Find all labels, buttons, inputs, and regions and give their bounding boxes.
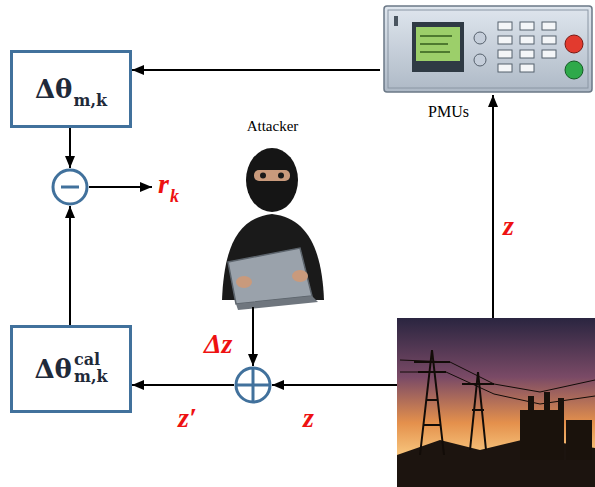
script-stack: calm,k <box>74 352 108 386</box>
signal-label: z <box>503 210 514 242</box>
subtract-junction <box>51 168 89 206</box>
signal-arrow <box>272 384 397 386</box>
plus-symbol <box>234 366 272 404</box>
signal-arrow <box>132 384 234 386</box>
pmu-device <box>384 6 592 92</box>
measured-angle-box: Δθm,k <box>10 50 132 128</box>
signal-label: z <box>303 402 314 434</box>
signal-arrow <box>132 69 380 71</box>
signal-label: z′ <box>178 402 197 434</box>
minus-symbol <box>51 168 89 206</box>
superscript-text: cal <box>74 352 108 369</box>
math-expression: Δθcalm,k <box>34 352 107 386</box>
device-label: PMUs <box>428 103 469 121</box>
signal-arrow <box>492 95 494 318</box>
signal-arrow <box>69 128 71 168</box>
residual-subscript: k <box>170 186 179 207</box>
symbol-text: Δθ <box>35 74 73 104</box>
signal-arrow <box>252 307 254 366</box>
subscript-text: m,k <box>74 369 108 386</box>
pmu-node: PMUs <box>380 0 595 95</box>
residual-label: r <box>158 168 169 200</box>
attacker-figure <box>222 148 324 310</box>
power-station-node <box>397 318 595 487</box>
calculated-angle-box: Δθcalm,k <box>10 325 132 413</box>
output-arrow <box>89 186 152 188</box>
signal-label: Δz <box>204 328 232 360</box>
subscript-text: m,k <box>73 91 107 110</box>
signal-arrow <box>69 206 71 325</box>
sum-junction <box>234 366 272 404</box>
symbol-text: Δθ <box>34 354 72 384</box>
math-expression: Δθm,k <box>35 74 107 104</box>
attacker-node: Attacker <box>210 118 335 307</box>
power-station-photo <box>397 318 595 487</box>
actor-label: Attacker <box>210 118 335 135</box>
